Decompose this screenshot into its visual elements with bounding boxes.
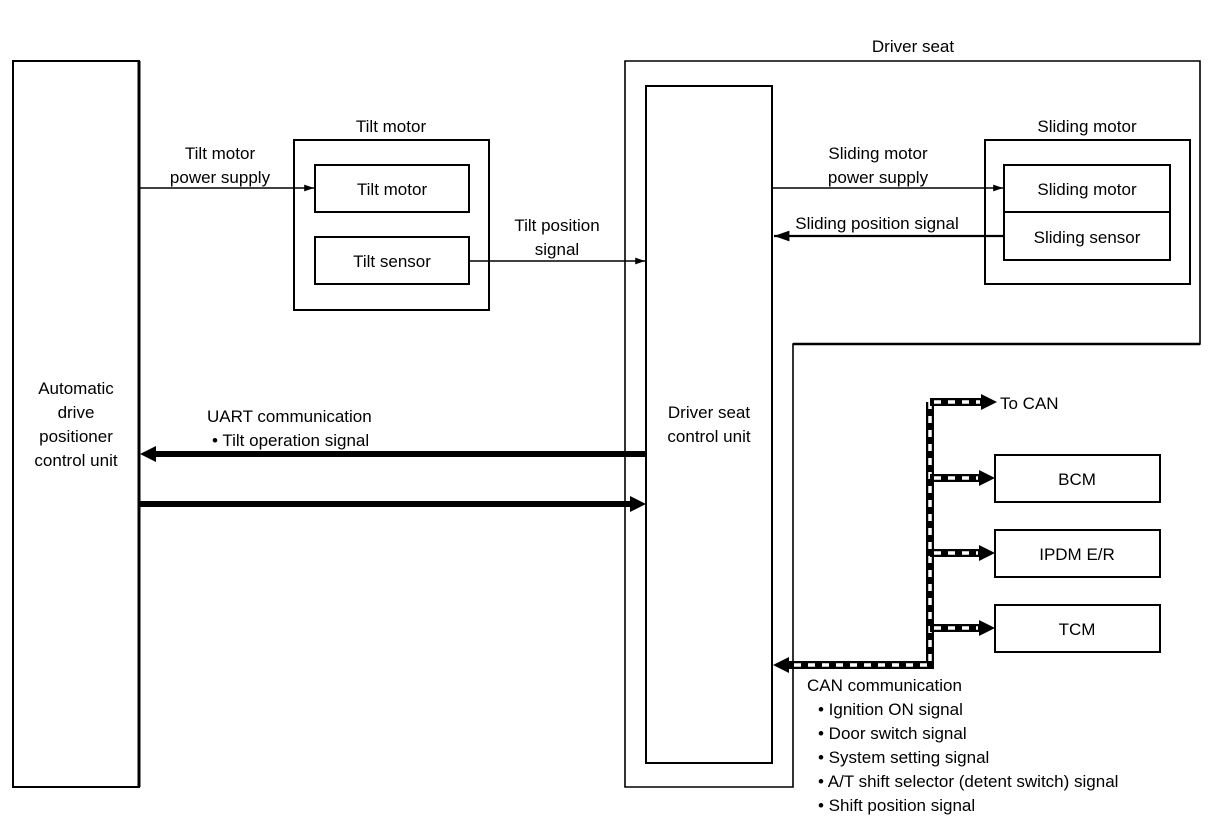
sliding-group-title: Sliding motor xyxy=(1037,117,1137,136)
sliding-power-supply-signal: Sliding motor power supply xyxy=(773,144,1003,192)
tilt-group-title: Tilt motor xyxy=(356,117,427,136)
tilt-motor-group: Tilt motor Tilt motor Tilt sensor xyxy=(293,117,490,311)
uart-title: UART communication xyxy=(207,407,372,426)
tilt-sensor-label: Tilt sensor xyxy=(353,252,431,271)
to-can-label: To CAN xyxy=(1000,394,1059,413)
bcm-box: BCM xyxy=(994,454,1161,503)
tilt-power-label-1: Tilt motor xyxy=(185,144,256,163)
ipdm-arrow-icon xyxy=(979,545,995,561)
tilt-position-signal: Tilt position signal xyxy=(470,216,645,265)
uart-arrow-left-icon xyxy=(140,446,156,462)
can-item: • A/T shift selector (detent switch) sig… xyxy=(818,772,1118,791)
tcm-box: TCM xyxy=(994,604,1161,653)
to-can-arrow-icon xyxy=(981,394,997,410)
tilt-sensor-box: Tilt sensor xyxy=(314,236,470,285)
tilt-motor-box: Tilt motor xyxy=(314,164,470,213)
can-to-dscu-arrow-icon xyxy=(773,657,789,673)
adp-label-line-1: Automatic xyxy=(38,379,114,398)
tilt-position-label-1: Tilt position xyxy=(514,216,599,235)
sliding-position-signal: Sliding position signal xyxy=(774,214,1003,242)
uart-arrow-right-icon xyxy=(630,496,646,512)
can-bus: To CAN xyxy=(773,394,1059,673)
uart-item: • Tilt operation signal xyxy=(212,431,369,450)
can-communication-list: CAN communication • Ignition ON signal •… xyxy=(807,676,1118,815)
adp-label-line-3: positioner xyxy=(39,427,113,446)
ipdm-box: IPDM E/R xyxy=(994,529,1161,578)
tilt-power-label-2: power supply xyxy=(170,168,271,187)
adp-control-unit: Automatic drive positioner control unit xyxy=(12,60,141,788)
dscu-label-line-1: Driver seat xyxy=(668,403,750,422)
sliding-motor-group: Sliding motor Sliding motor Sliding sens… xyxy=(984,117,1191,285)
sliding-power-label-1: Sliding motor xyxy=(828,144,928,163)
tilt-position-label-2: signal xyxy=(535,240,579,259)
adp-label-line-4: control unit xyxy=(34,451,117,470)
can-item: • Shift position signal xyxy=(818,796,975,815)
ipdm-label: IPDM E/R xyxy=(1039,545,1115,564)
driver-seat-control-unit: Driver seat control unit xyxy=(645,85,773,764)
sliding-power-label-2: power supply xyxy=(828,168,929,187)
driver-seat-area: Driver seat xyxy=(624,37,1201,788)
sliding-motor-label: Sliding motor xyxy=(1037,180,1137,199)
adp-label-line-2: drive xyxy=(58,403,95,422)
sliding-position-label: Sliding position signal xyxy=(795,214,959,233)
uart-communication: UART communication • Tilt operation sign… xyxy=(140,407,646,512)
bcm-arrow-icon xyxy=(979,470,995,486)
sliding-motor-box: Sliding motor xyxy=(1003,164,1171,213)
bcm-label: BCM xyxy=(1058,470,1096,489)
sliding-sensor-label: Sliding sensor xyxy=(1034,228,1141,247)
tilt-motor-label: Tilt motor xyxy=(357,180,428,199)
dscu-label-line-2: control unit xyxy=(667,427,750,446)
can-item: • Ignition ON signal xyxy=(818,700,963,719)
tcm-label: TCM xyxy=(1059,620,1096,639)
tcm-arrow-icon xyxy=(979,620,995,636)
sliding-sensor-box: Sliding sensor xyxy=(1003,211,1171,261)
can-item: • System setting signal xyxy=(818,748,989,767)
can-title: CAN communication xyxy=(807,676,962,695)
tilt-power-supply-signal: Tilt motor power supply xyxy=(140,144,314,192)
can-item: • Door switch signal xyxy=(818,724,967,743)
driver-seat-label: Driver seat xyxy=(872,37,954,56)
